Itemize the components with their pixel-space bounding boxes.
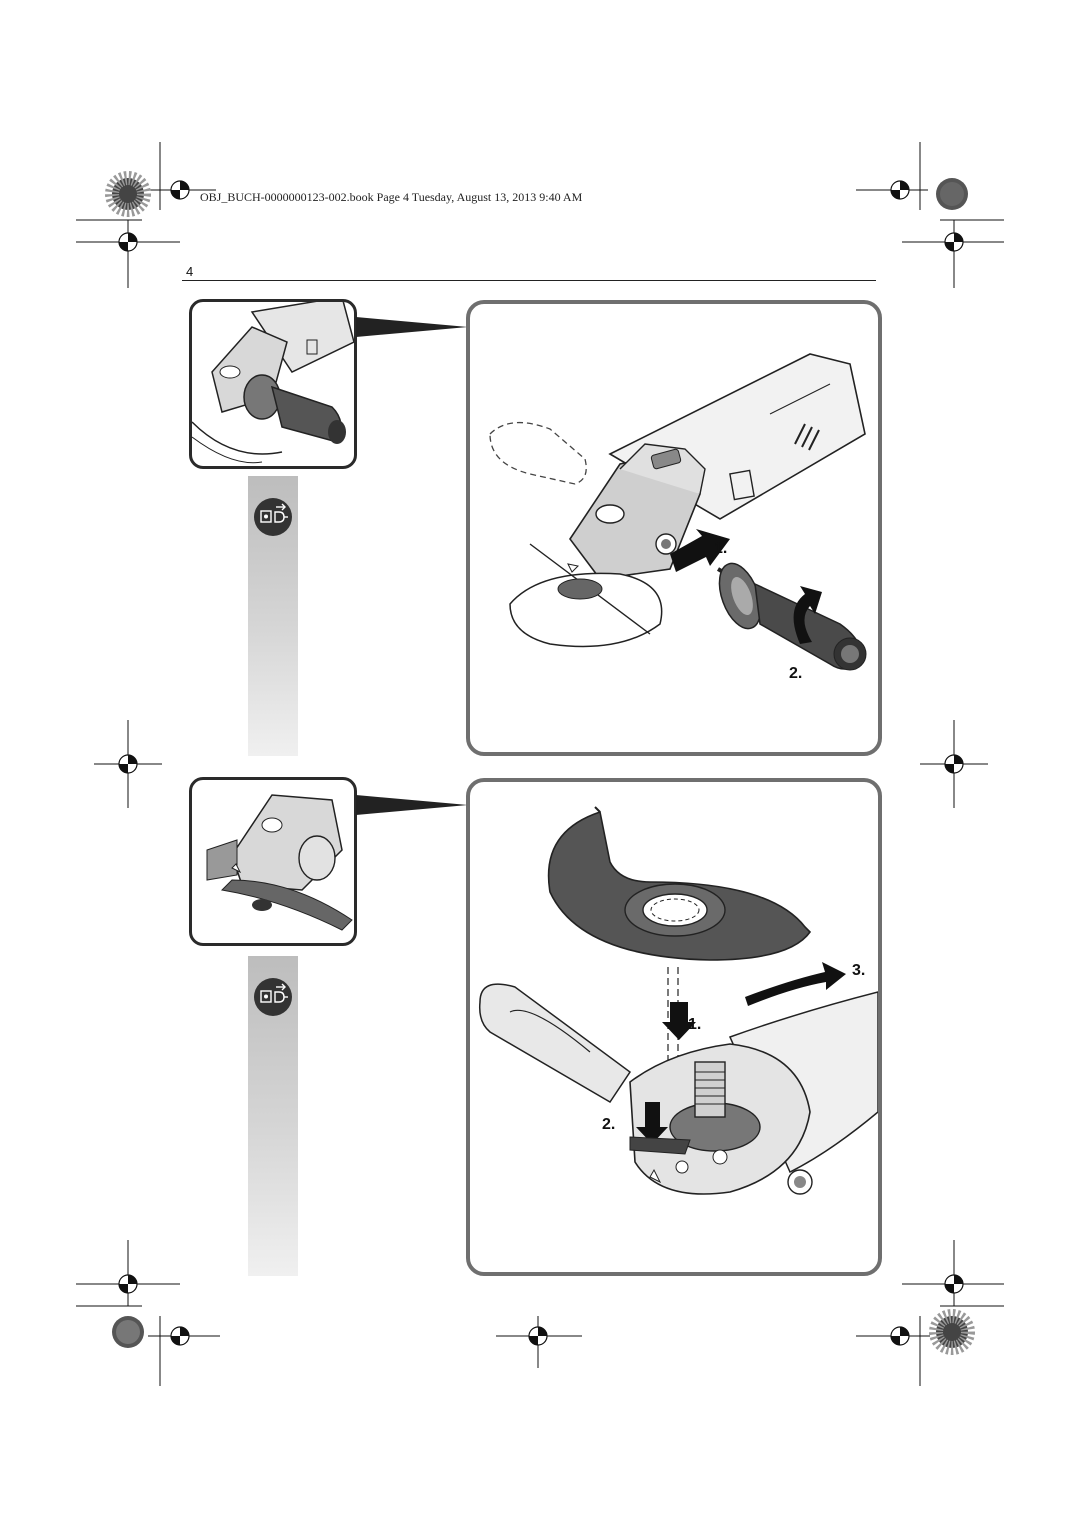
header-rule (182, 280, 876, 281)
grinder-with-guard-illustration (206, 794, 353, 931)
main-view-attach-guard (466, 778, 882, 1276)
step-sidebar-bottom (248, 956, 298, 1276)
main-view-attach-side-handle (466, 300, 882, 756)
detail-view-handle-mounted (189, 299, 357, 469)
step-label-3: 3. (852, 962, 866, 979)
guard-installation-illustration (478, 806, 878, 1195)
detail-view-guard-mounted (189, 777, 357, 946)
disconnect-plug-icon (254, 978, 292, 1016)
page-number: 4 (186, 264, 194, 279)
callout-pointer (356, 317, 468, 337)
step-label-2: 2. (789, 665, 803, 682)
callout-pointer-bottom (356, 795, 468, 815)
step-label-1: 1. (714, 540, 728, 557)
step-sidebar-top (248, 476, 298, 756)
step-label-2: 2. (602, 1116, 616, 1133)
grinder-with-side-handle-illustration (192, 302, 354, 464)
file-info-header: OBJ_BUCH-0000000123-002.book Page 4 Tues… (200, 190, 583, 204)
grinder-side-handle-installation-illustration (489, 353, 867, 671)
disconnect-plug-icon (254, 498, 292, 536)
step-label-1: 1. (688, 1016, 702, 1033)
